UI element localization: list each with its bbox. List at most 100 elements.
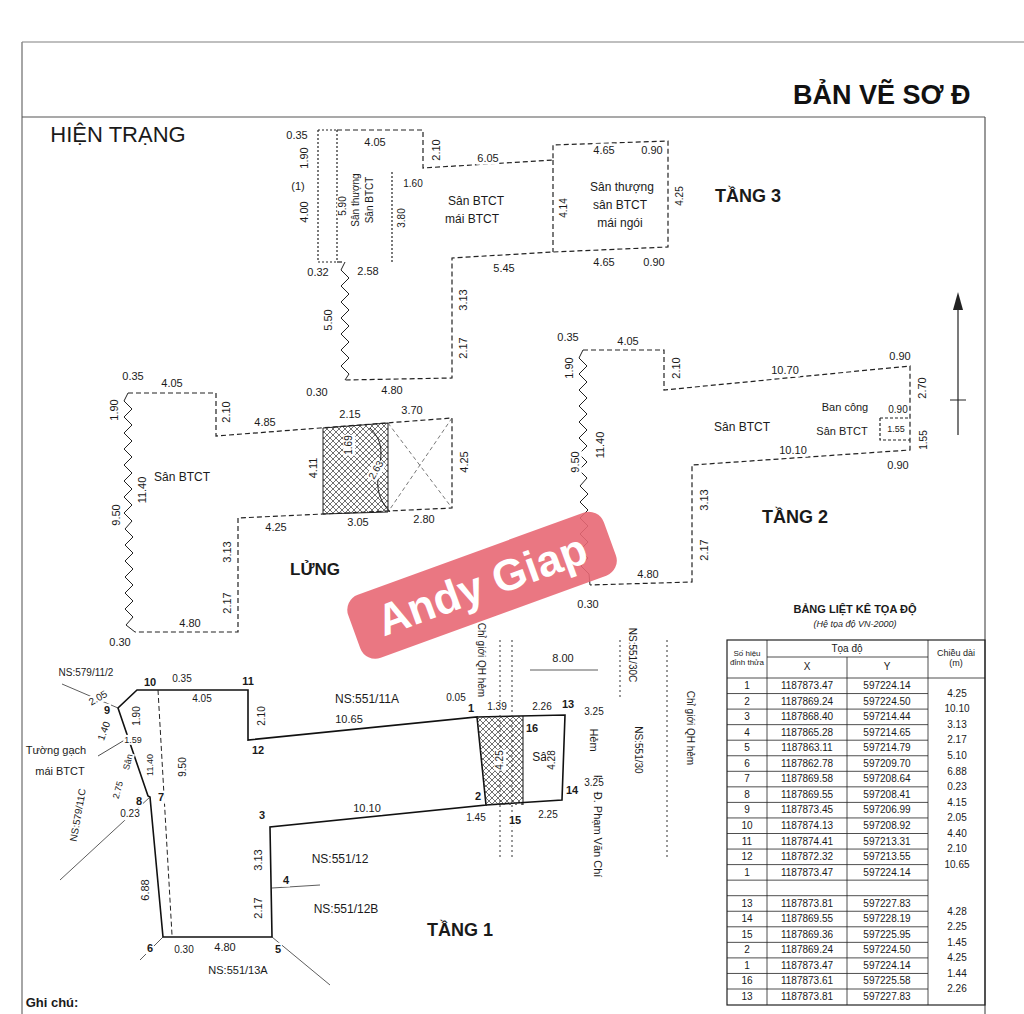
table-cell: 2.26 xyxy=(946,984,967,996)
table-cell: 1187862.78 xyxy=(780,758,834,770)
dimension: 2.70 xyxy=(916,376,929,399)
dimension: 0.90 xyxy=(888,350,911,363)
area-label: Ra Đ. Phạm Văn Chí xyxy=(592,774,605,879)
table-cell: 0.23 xyxy=(946,781,967,793)
dimension: 4.14 xyxy=(558,197,570,218)
dimension: 3.80 xyxy=(396,207,408,228)
table-cell: 4.40 xyxy=(946,828,967,840)
table-cell: 1187874.13 xyxy=(780,820,834,832)
dimension: 10.70 xyxy=(770,364,800,377)
dimension: 1.39 xyxy=(486,701,507,713)
table-cell: 3 xyxy=(743,711,751,723)
table-cell: 1187872.32 xyxy=(780,851,834,863)
parcel-number: NS:551/13A xyxy=(207,964,268,977)
vertex-number: 5 xyxy=(274,943,282,956)
table-cell: 4.28 xyxy=(946,906,967,918)
table-cell: 2 xyxy=(743,945,751,957)
table-cell: 1.44 xyxy=(946,968,967,980)
dimension: 1.69 xyxy=(343,434,355,455)
table-cell: 1187869.55 xyxy=(780,914,834,926)
table-cell: 4.15 xyxy=(946,797,967,809)
table-cell: 10 xyxy=(740,820,753,832)
area-label: Sân BTCT xyxy=(447,195,505,209)
coordinate-table-grid xyxy=(727,640,985,1005)
table-cell: 597214.65 xyxy=(862,727,911,739)
dimension-line xyxy=(530,670,598,671)
dimension: 6.05 xyxy=(476,152,499,165)
floor2-outline xyxy=(583,350,910,585)
area-label: Ban công xyxy=(821,401,869,414)
vertex-number: 1 xyxy=(467,702,475,715)
void-cross xyxy=(388,418,452,512)
table-cell: 4 xyxy=(743,727,751,739)
table-cell: 1187873.81 xyxy=(780,898,834,910)
dimension: 5.90 xyxy=(337,195,349,216)
table-cell: 1187865.28 xyxy=(780,727,834,739)
dimension: 2.63 xyxy=(366,458,387,482)
vertex-number: 8 xyxy=(135,795,143,808)
dimension: 9.50 xyxy=(110,503,123,526)
dimension: 2.80 xyxy=(412,513,435,526)
dimension: 4.11 xyxy=(307,457,320,480)
table-cell: 2 xyxy=(743,696,751,708)
dimension: 1.90 xyxy=(131,705,143,726)
dimension: 4.25 xyxy=(674,185,686,206)
dimension: 4.28 xyxy=(546,749,558,770)
dimension: 2.10 xyxy=(256,705,268,726)
table-cell: 597225.95 xyxy=(862,929,911,941)
table-cell: 1187873.47 xyxy=(780,680,834,692)
dimension: 4.65 xyxy=(592,144,615,157)
table-cell: 11 xyxy=(741,836,753,848)
dimension: 9.50 xyxy=(569,450,582,473)
table-cell: 2.05 xyxy=(946,812,967,824)
floor1-outline xyxy=(118,690,565,937)
table-cell: 597228.19 xyxy=(862,914,911,926)
area-label: Sân BTCT xyxy=(364,176,376,225)
area-label: Sân thượng xyxy=(350,172,362,227)
dimension: 4.80 xyxy=(380,384,403,397)
area-label: TẦNG 3 xyxy=(714,186,782,207)
table-cell: 1187873.47 xyxy=(780,867,834,879)
table-cell: 8 xyxy=(743,789,751,801)
area-label: LỬNG xyxy=(289,560,341,580)
area-label: Sân thượng xyxy=(589,181,655,195)
dimension: 5.45 xyxy=(492,262,515,275)
table-cell: 6.88 xyxy=(946,766,967,778)
table-cell: 597206.99 xyxy=(862,805,911,817)
table-cell: BẢNG LIỆT KÊ TỌA ĐỘ xyxy=(792,603,917,616)
vertex-number: 13 xyxy=(561,698,575,711)
dimension: 0.32 xyxy=(306,266,329,279)
dimension: 4.85 xyxy=(253,416,276,429)
table-cell: 597214.44 xyxy=(862,711,911,723)
dimension: 4.25 xyxy=(494,749,506,770)
table-cell: 2.17 xyxy=(946,735,967,747)
table-cell: 597224.50 xyxy=(862,945,911,957)
dimension: 3.25 xyxy=(583,777,604,789)
table-cell: 597208.41 xyxy=(862,789,911,801)
dimension: 2.75 xyxy=(110,779,125,801)
dimension: 0.90 xyxy=(640,144,663,157)
area-label: mái BTCT xyxy=(444,213,500,227)
dimension: 8.00 xyxy=(551,652,574,665)
table-cell: 7 xyxy=(743,774,751,786)
dimension: 2.17 xyxy=(698,538,711,561)
dimension: 3.13 xyxy=(252,848,265,871)
table-cell: 1 xyxy=(743,680,751,692)
vertex-number: 4 xyxy=(282,874,290,887)
vertex-number: 15 xyxy=(508,814,522,827)
dimension: 1.55 xyxy=(918,429,930,450)
table-cell: 1187873.61 xyxy=(780,976,834,988)
table-cell: 1 xyxy=(743,867,751,879)
dimension: 4.80 xyxy=(213,941,236,954)
wall-zigzag xyxy=(124,393,135,632)
table-cell: 13 xyxy=(740,898,753,910)
table-cell: 1187869.55 xyxy=(780,789,834,801)
dimension: 0.90 xyxy=(886,459,909,472)
vertex-number: 6 xyxy=(146,942,154,955)
area-label: TẦNG 2 xyxy=(761,507,829,528)
parcel-number: NS:551/12B xyxy=(313,903,380,917)
dimension: 9.50 xyxy=(177,756,189,777)
parcel-number: NS:551/30 xyxy=(632,725,644,774)
table-cell: 597224.50 xyxy=(862,696,911,708)
table-cell: 13 xyxy=(740,991,753,1003)
